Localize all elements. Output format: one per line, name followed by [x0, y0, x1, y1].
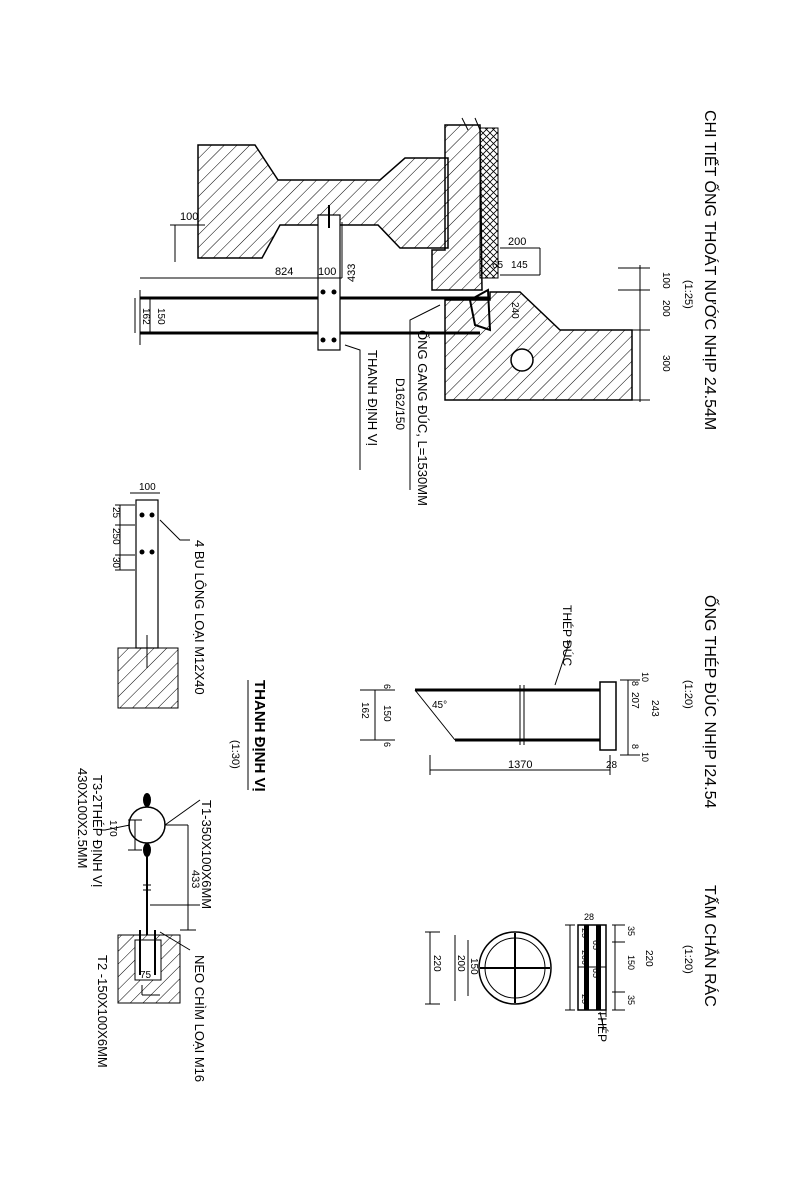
- dim-240: 240: [509, 302, 520, 319]
- dim-b100: 100: [139, 482, 156, 493]
- anchor-callout: NEO CHÌM LOẠI M16: [192, 955, 207, 1082]
- grate-title: TẤM CHẮN RÁC: [701, 885, 720, 1007]
- dim-s8b: 8: [630, 744, 640, 749]
- grate-detail: 28 25 65 200 65 25 35 150 35 220 220 200…: [425, 885, 720, 1042]
- dim-c150: 150: [468, 958, 479, 975]
- dim-g220: 220: [643, 950, 654, 967]
- bolts-callout: 4 BU LÔNG LOẠI M12X40: [192, 540, 207, 695]
- dim-s150: 150: [381, 705, 392, 722]
- pipe-diameter: D162/150: [393, 378, 407, 430]
- steel-scale: (1:20): [682, 680, 694, 709]
- main-scale: (1:25): [682, 280, 694, 309]
- steel-pipe-detail: 45° 1370 28 162 150 6 6 207 243 10 8 8 1…: [359, 595, 721, 809]
- dim-145: 145: [511, 260, 528, 271]
- dim-v433: 433: [189, 870, 201, 888]
- dim-g150: 150: [626, 955, 636, 970]
- t3-size: 430X100X2.5MM: [75, 768, 90, 868]
- dim-b30: 30: [110, 557, 121, 569]
- dim-s8a: 8: [630, 681, 640, 686]
- dim-v75: 75: [140, 970, 152, 981]
- dim-r300: 300: [660, 355, 671, 372]
- dim-g35b: 35: [626, 995, 636, 1005]
- grate-scale: (1:20): [682, 945, 694, 974]
- pipe-callout: ỐNG GANG ĐÚC, L=1530MM: [415, 330, 430, 506]
- dim-s6b: 6: [382, 742, 392, 747]
- main-title: CHI TIẾT ỐNG THOÁT NƯỚC NHỊP 24.54M: [701, 110, 721, 430]
- steel-title: ỐNG THÉP ĐÚC NHỊP I24.54: [701, 595, 721, 809]
- dim-433: 433: [346, 264, 358, 282]
- dim-g25b: 25: [580, 994, 590, 1004]
- grate-callout: THÉP: [595, 1010, 610, 1042]
- dim-162: 162: [140, 308, 151, 325]
- t2-callout: T2 -150X100X6MM: [95, 955, 110, 1068]
- dim-s10a: 10: [640, 672, 650, 682]
- dim-g200: 200: [580, 950, 590, 965]
- t1-callout: T1-350X100X6MM: [199, 800, 214, 909]
- dim-100b: 100: [318, 266, 336, 278]
- dim-c200: 200: [455, 955, 466, 972]
- dim-100a: 100: [180, 211, 198, 223]
- dim-824: 824: [275, 266, 293, 278]
- main-detail: 100 824 100 433 150 162 200 65 145 240 1…: [134, 110, 721, 506]
- dim-r100: 100: [660, 272, 671, 289]
- dim-s10b: 10: [640, 752, 650, 762]
- wall-section: [431, 124, 483, 291]
- dim-65: 65: [492, 260, 504, 271]
- t3-callout: T3-2THÉP ĐỊNH VỊ: [90, 775, 105, 887]
- bar-scale: (1:30): [229, 740, 241, 769]
- dim-g65b: 65: [591, 968, 601, 978]
- drain-pipe: [140, 296, 490, 335]
- dim-b25: 25: [110, 507, 121, 519]
- dim-g25a: 25: [580, 928, 590, 938]
- dim-s207: 207: [629, 692, 640, 709]
- dim-r200: 200: [660, 300, 671, 317]
- dim-g35a: 35: [626, 926, 636, 936]
- dim-c220: 220: [431, 955, 442, 972]
- positioning-bar: [317, 214, 341, 351]
- positioning-bar-detail: THANH ĐỊNH VỊ (1:30) 170 433 75 T1-350X1…: [75, 680, 268, 1082]
- dim-g65a: 65: [591, 940, 601, 950]
- bar-title: THANH ĐỊNH VỊ: [251, 680, 268, 792]
- dim-s6a: 6: [382, 684, 392, 689]
- bolt-plate-detail: 100 25 250 30 4 BU LÔNG LOẠI M12X40: [110, 482, 207, 709]
- steel-callout: THÉP ĐÚC: [560, 605, 575, 666]
- bar-callout: THANH ĐỊNH VỊ: [365, 350, 380, 446]
- dim-b250: 250: [110, 528, 121, 545]
- dim-s1370: 1370: [508, 759, 532, 771]
- dim-g28: 28: [584, 912, 594, 922]
- dim-v170: 170: [107, 820, 118, 837]
- drain-hole: [510, 348, 534, 372]
- deck-section: [444, 291, 633, 401]
- dim-150: 150: [155, 308, 166, 325]
- joint-fill: [479, 127, 499, 279]
- dim-s162: 162: [359, 702, 370, 719]
- dim-200: 200: [508, 236, 526, 248]
- steel-angle: 45°: [432, 700, 447, 711]
- dim-s243: 243: [649, 700, 660, 717]
- dim-s28: 28: [606, 760, 618, 771]
